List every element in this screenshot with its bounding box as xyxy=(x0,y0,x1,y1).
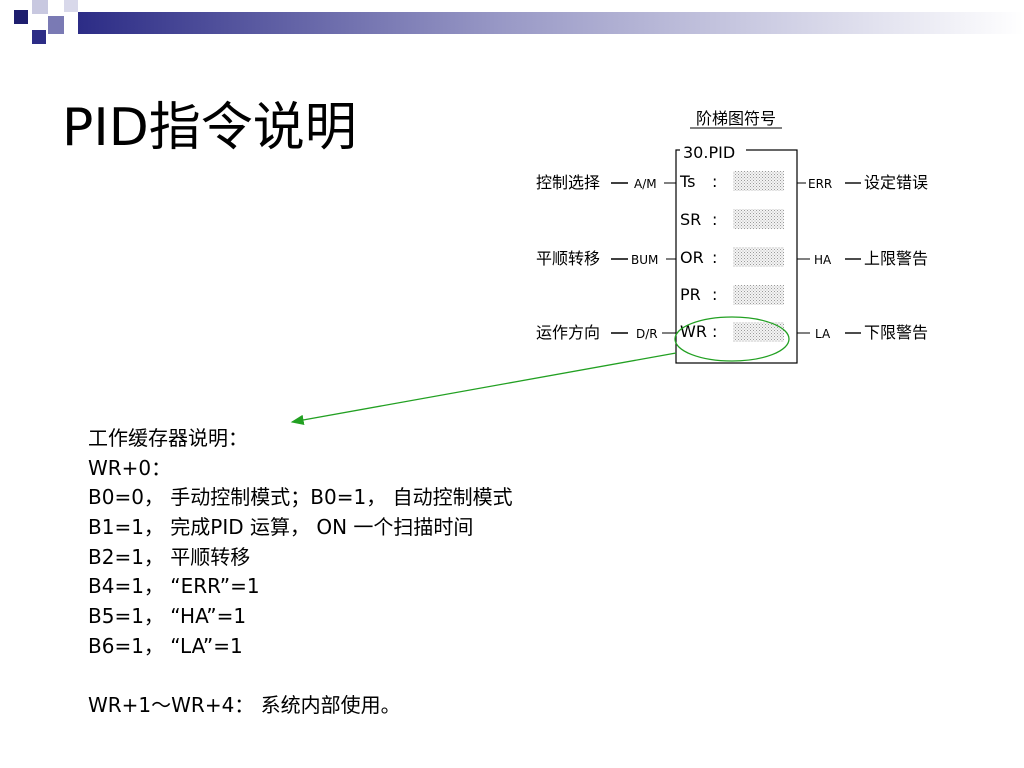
desc-line: B0=0， 手动控制模式；B0=1， 自动控制模式 xyxy=(88,485,513,510)
right-label-la: 下限警告 xyxy=(864,323,928,342)
operand-field-ts xyxy=(733,171,784,191)
operand-field-sr xyxy=(733,209,784,229)
block-name: 30.PID xyxy=(683,143,735,162)
desc-line: B1=1， 完成PID 运算， ON 一个扫描时间 xyxy=(88,515,474,540)
desc-line: B4=1， “ERR”=1 xyxy=(88,574,260,599)
desc-line: B5=1， “HA”=1 xyxy=(88,604,247,629)
desc-line: 工作缓存器说明： xyxy=(88,426,248,450)
sep-pr: : xyxy=(712,285,717,304)
operand-field-or xyxy=(733,247,784,267)
left-pin-am: A/M xyxy=(634,177,657,191)
left-label-bum: 平顺转移 xyxy=(536,249,600,268)
operand-field-pr xyxy=(733,285,784,305)
operand-wr: WR xyxy=(680,322,707,341)
desc-line: WR+1～WR+4： 系统内部使用。 xyxy=(88,693,401,718)
operand-field-wr xyxy=(733,322,784,342)
wr-description: 工作缓存器说明： WR+0： B0=0， 手动控制模式；B0=1， 自动控制模式… xyxy=(88,424,513,721)
desc-line xyxy=(88,662,513,692)
left-label-am: 控制选择 xyxy=(536,173,600,192)
left-pin-dr: D/R xyxy=(636,327,658,341)
operand-or: OR xyxy=(680,248,704,267)
right-pin-la: LA xyxy=(815,327,831,341)
block-name-bg xyxy=(680,140,746,160)
left-label-dr: 运作方向 xyxy=(536,323,600,342)
sep-wr: : xyxy=(712,322,717,341)
desc-line: B6=1， “LA”=1 xyxy=(88,633,243,658)
right-pin-ha: HA xyxy=(814,253,832,267)
header-gradient-bar xyxy=(14,0,1024,44)
diagram-header: 阶梯图符号 xyxy=(696,109,776,128)
sep-ts: : xyxy=(712,172,717,191)
desc-line: WR+0： xyxy=(88,455,172,480)
operand-pr: PR xyxy=(680,285,701,304)
operand-ts: Ts xyxy=(679,172,695,191)
header-decoration xyxy=(0,0,1024,50)
operand-sr: SR xyxy=(680,210,701,229)
right-label-err: 设定错误 xyxy=(864,173,928,192)
desc-line: B2=1， 平顺转移 xyxy=(88,544,251,569)
left-pin-bum: BUM xyxy=(631,253,658,267)
sep-or: : xyxy=(712,248,717,267)
page-title: PID指令说明 xyxy=(62,98,357,158)
wr-highlight-ellipse xyxy=(674,316,790,362)
right-pin-err: ERR xyxy=(808,177,832,191)
right-label-ha: 上限警告 xyxy=(864,249,928,268)
wr-pointer-arrow xyxy=(290,352,677,426)
sep-sr: : xyxy=(712,210,717,229)
